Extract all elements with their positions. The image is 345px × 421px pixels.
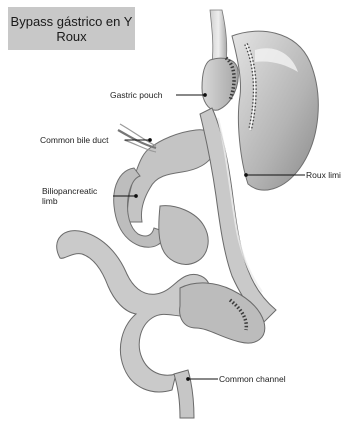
label-biliopancreatic-line1: Biliopancreatic	[42, 186, 97, 196]
label-roux-limb: Roux limi	[306, 170, 341, 180]
label-gastric-pouch: Gastric pouch	[110, 90, 162, 100]
title-box: Bypass gástrico en Y Roux	[8, 7, 135, 50]
title-line-1: Bypass gástrico en Y	[8, 14, 135, 29]
common-channel-shape	[174, 370, 194, 418]
title-line-2: Roux	[8, 29, 135, 44]
label-common-bile-duct: Common bile duct	[40, 135, 109, 145]
label-biliopancreatic-limb: Biliopancreatic limb	[42, 186, 97, 206]
label-common-channel: Common channel	[219, 374, 286, 384]
label-biliopancreatic-line2: limb	[42, 196, 97, 206]
small-bowel-middle	[159, 206, 208, 265]
esophagus	[210, 10, 227, 62]
